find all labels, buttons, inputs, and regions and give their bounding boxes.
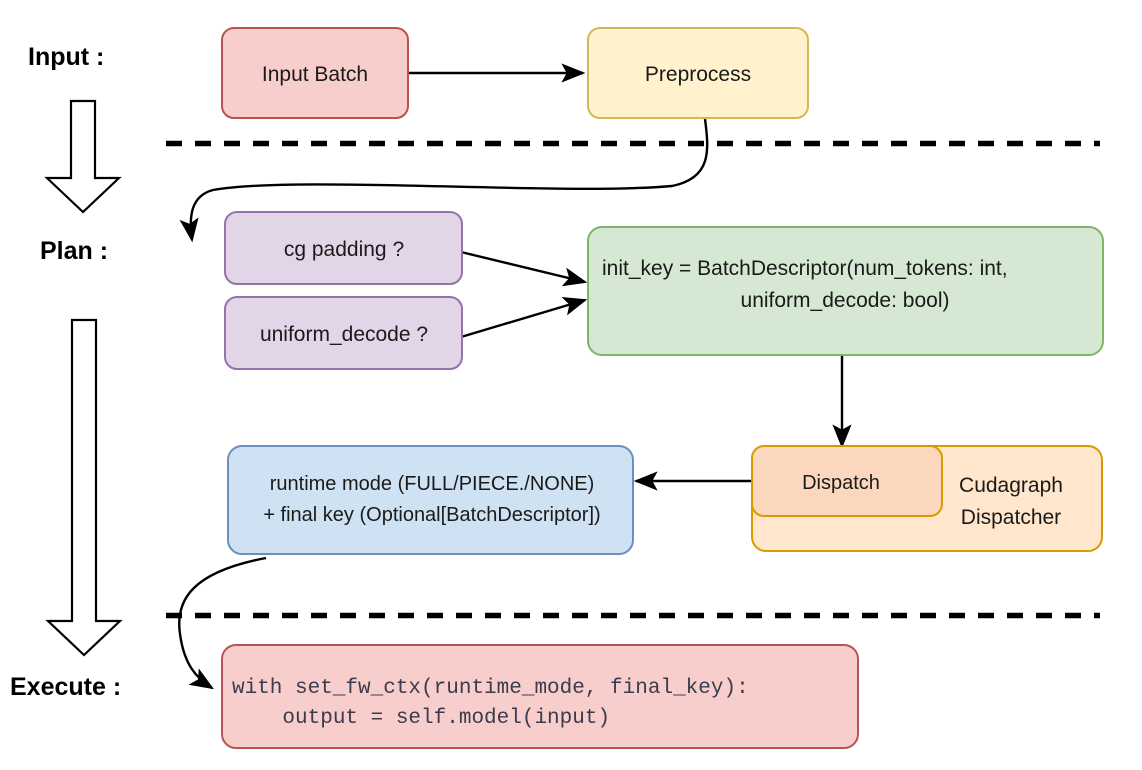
edge-uniformdecode-to-initkey <box>460 296 588 339</box>
node-dispatch-label: Dispatch <box>802 472 880 494</box>
node-cudagraph-dispatcher-line1: Cudagraph <box>959 474 1063 497</box>
node-dispatch[interactable]: Dispatch <box>751 445 943 517</box>
stage-label-plan: Plan : <box>40 237 108 265</box>
node-uniform-decode-shape <box>224 296 463 370</box>
node-preprocess-shape <box>587 27 809 119</box>
stage-label-execute: Execute : <box>10 673 121 701</box>
node-preprocess[interactable]: Preprocess <box>587 27 809 119</box>
stage-label-input: Input : <box>28 43 104 71</box>
edge-cgpadding-to-initkey <box>460 250 588 287</box>
edge-runtimemode-to-execute <box>178 556 267 690</box>
node-cg-padding-label: cg padding ? <box>284 238 404 261</box>
node-runtime-mode-shape <box>227 445 634 555</box>
node-execute-code-shape <box>221 644 859 749</box>
node-execute-code-line1: with set_fw_ctx(runtime_mode, final_key)… <box>232 677 749 700</box>
node-dispatch-shape <box>751 445 943 517</box>
node-cg-padding-shape <box>224 211 463 285</box>
node-init-key-line1: init_key = BatchDescriptor(num_tokens: i… <box>602 257 1008 280</box>
down-block-arrow-icon-1 <box>44 99 122 214</box>
node-input-batch-shape <box>221 27 409 119</box>
node-uniform-decode-label: uniform_decode ? <box>260 323 428 346</box>
node-cg-padding[interactable]: cg padding ? <box>224 211 463 285</box>
edge-preprocess-to-plan <box>179 118 709 243</box>
node-runtime-mode-line2: + final key (Optional[BatchDescriptor]) <box>263 504 600 526</box>
node-input-batch-label: Input Batch <box>262 63 368 86</box>
node-runtime-mode[interactable]: runtime mode (FULL/PIECE./NONE) + final … <box>227 445 634 555</box>
node-execute-code[interactable]: with set_fw_ctx(runtime_mode, final_key)… <box>221 644 859 749</box>
node-init-key[interactable]: init_key = BatchDescriptor(num_tokens: i… <box>587 226 1104 356</box>
node-init-key-shape <box>587 226 1104 356</box>
node-uniform-decode[interactable]: uniform_decode ? <box>224 296 463 370</box>
node-init-key-line2: uniform_decode: bool) <box>741 289 950 312</box>
node-cudagraph-dispatcher-line2: Dispatcher <box>961 506 1061 529</box>
node-preprocess-label: Preprocess <box>645 63 751 86</box>
down-block-arrow-icon-2 <box>45 318 123 657</box>
node-execute-code-line2: output = self.model(input) <box>232 707 610 730</box>
node-input-batch[interactable]: Input Batch <box>221 27 409 119</box>
node-runtime-mode-line1: runtime mode (FULL/PIECE./NONE) <box>270 473 595 495</box>
